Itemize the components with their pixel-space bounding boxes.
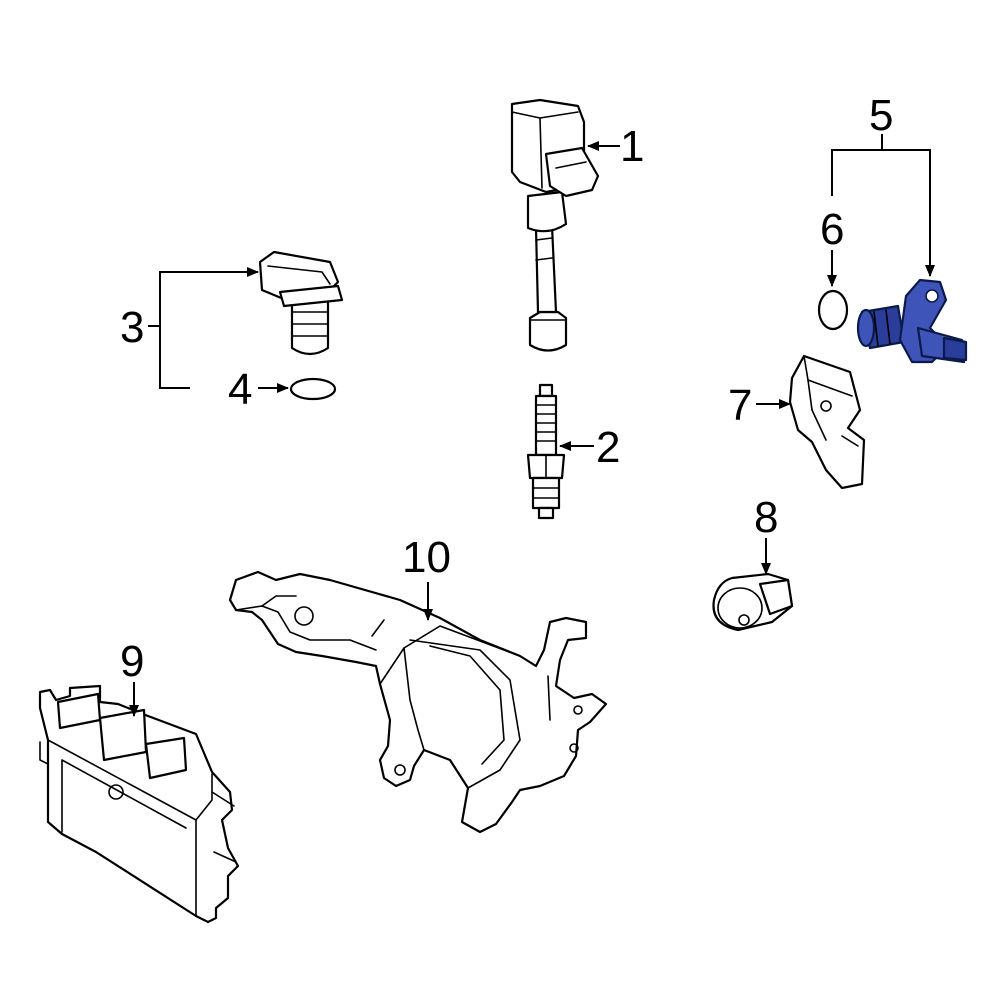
callout-8: 8	[754, 493, 778, 542]
callout-10: 10	[402, 533, 451, 582]
callout-2: 2	[596, 423, 620, 472]
callout-1: 1	[620, 122, 644, 171]
part-sensor-3[interactable]	[258, 250, 344, 356]
leader-lines	[129, 134, 935, 717]
part-bracket-10[interactable]	[228, 570, 608, 834]
part-ignition-coil[interactable]	[510, 98, 600, 352]
callout-4: 4	[228, 365, 252, 414]
callout-6: 6	[820, 205, 844, 254]
part-o-ring-6[interactable]	[817, 289, 849, 331]
part-spark-plug[interactable]	[526, 383, 566, 520]
callout-7: 7	[728, 381, 752, 430]
part-o-ring-4[interactable]	[289, 377, 337, 401]
part-sensor-8[interactable]	[712, 572, 794, 632]
part-bracket-7[interactable]	[788, 354, 866, 490]
callout-5: 5	[869, 91, 893, 140]
callout-3: 3	[120, 303, 144, 352]
part-ecm[interactable]	[38, 684, 240, 924]
callout-9: 9	[120, 637, 144, 686]
part-camshaft-sensor-highlighted[interactable]	[856, 278, 968, 364]
callout-labels: 1 2 3 4 5 6 7 8 9 10	[120, 91, 893, 686]
